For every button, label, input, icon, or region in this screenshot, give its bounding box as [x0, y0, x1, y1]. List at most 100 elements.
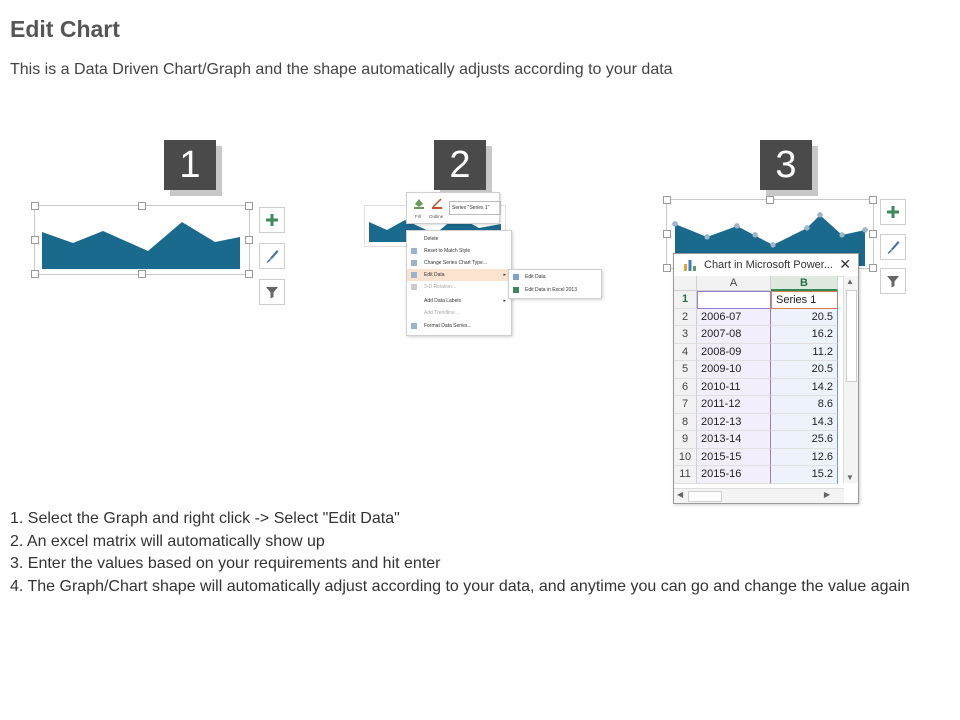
horizontal-scrollbar[interactable]: ◀ ▶ — [674, 488, 844, 503]
resize-handle[interactable] — [245, 236, 253, 244]
row-number[interactable]: 6 — [674, 378, 697, 396]
cell[interactable]: 20.5 — [771, 308, 838, 326]
table-icon — [513, 274, 519, 280]
chart-styles-button[interactable] — [259, 243, 285, 269]
fill-icon[interactable] — [413, 197, 425, 209]
menu-item-format-series[interactable]: Format Data Series... — [407, 320, 511, 332]
excel-window: Chart in Microsoft Power... ✕ A B 1 Seri… — [673, 253, 859, 504]
rotation-icon — [411, 284, 417, 290]
chart-styles-button[interactable] — [880, 234, 906, 260]
outline-label: Outline — [429, 214, 444, 219]
cell[interactable]: 14.2 — [771, 378, 838, 396]
row-number[interactable]: 5 — [674, 361, 697, 379]
plus-icon — [266, 214, 278, 226]
submenu-item-edit-data[interactable]: Edit Data — [509, 271, 601, 283]
chart-frame-step1[interactable] — [34, 205, 250, 275]
menu-item-change-chart-type[interactable]: Change Series Chart Type... — [407, 257, 511, 269]
excel-window-title: Chart in Microsoft Power... — [704, 259, 833, 271]
cell[interactable]: 2008-09 — [697, 343, 771, 361]
filter-icon — [266, 287, 278, 299]
row-number[interactable]: 8 — [674, 413, 697, 431]
row-number[interactable]: 11 — [674, 466, 697, 484]
instructions: 1. Select the Graph and right click -> S… — [10, 508, 945, 598]
scroll-thumb[interactable] — [688, 491, 722, 502]
row-number[interactable]: 4 — [674, 343, 697, 361]
resize-handle[interactable] — [31, 270, 39, 278]
resize-handle[interactable] — [245, 202, 253, 210]
cell[interactable]: 15.2 — [771, 466, 838, 484]
chart-type-icon — [411, 260, 417, 266]
chart-filters-button[interactable] — [880, 268, 906, 294]
cell[interactable]: 2013-14 — [697, 431, 771, 449]
brush-icon — [266, 250, 279, 263]
page-title: Edit Chart — [10, 16, 120, 42]
outline-icon[interactable] — [431, 197, 443, 209]
column-header-a[interactable]: A — [697, 276, 771, 291]
resize-handle[interactable] — [138, 202, 146, 210]
resize-handle[interactable] — [31, 202, 39, 210]
cell[interactable]: 12.6 — [771, 448, 838, 466]
resize-handle[interactable] — [663, 264, 671, 272]
cell[interactable]: 2009-10 — [697, 361, 771, 379]
scroll-right-icon[interactable]: ▶ — [823, 490, 830, 499]
row-number[interactable]: 7 — [674, 396, 697, 414]
row-number[interactable]: 2 — [674, 308, 697, 326]
resize-handle[interactable] — [869, 196, 877, 204]
menu-item-3d-rotation: 3-D Rotation... — [407, 281, 511, 293]
menu-item-edit-data[interactable]: Edit Data▸ — [407, 269, 511, 281]
chart-elements-button[interactable] — [259, 207, 285, 233]
cell[interactable]: 2010-11 — [697, 378, 771, 396]
resize-handle[interactable] — [766, 196, 774, 204]
cell[interactable]: 2015-15 — [697, 448, 771, 466]
row-number[interactable]: 1 — [674, 291, 697, 309]
resize-handle[interactable] — [869, 264, 877, 272]
resize-handle[interactable] — [663, 196, 671, 204]
resize-handle[interactable] — [31, 236, 39, 244]
series-selector[interactable]: Series "Series 1" — [449, 201, 501, 215]
cell[interactable]: 16.2 — [771, 326, 838, 344]
menu-item-delete[interactable]: Delete — [424, 236, 439, 242]
cell[interactable]: Series 1 — [771, 291, 838, 309]
cell[interactable]: 20.5 — [771, 361, 838, 379]
cell[interactable] — [697, 291, 771, 309]
resize-handle[interactable] — [245, 270, 253, 278]
cell[interactable]: 2012-13 — [697, 413, 771, 431]
resize-handle[interactable] — [869, 230, 877, 238]
menu-item-add-data-labels[interactable]: Add Data Labels▸ — [407, 295, 511, 307]
scroll-up-icon[interactable]: ▲ — [846, 277, 854, 286]
chart-elements-button[interactable] — [880, 199, 906, 225]
chevron-right-icon: ▸ — [503, 272, 506, 278]
cell[interactable]: 14.3 — [771, 413, 838, 431]
resize-handle[interactable] — [138, 270, 146, 278]
reset-icon — [411, 248, 417, 254]
cell[interactable]: 11.2 — [771, 343, 838, 361]
area-chart-step1 — [42, 222, 240, 269]
page-subtitle: This is a Data Driven Chart/Graph and th… — [10, 61, 673, 78]
excel-title-bar: Chart in Microsoft Power... ✕ — [674, 254, 858, 277]
row-number[interactable]: 10 — [674, 448, 697, 466]
table-row: 4 2008-09 11.2 — [674, 343, 842, 361]
scroll-thumb[interactable] — [846, 290, 857, 382]
scroll-down-icon[interactable]: ▼ — [846, 473, 854, 482]
column-header-b[interactable]: B — [771, 276, 838, 291]
submenu-item-edit-in-excel[interactable]: Edit Data in Excel 2013 — [509, 284, 601, 296]
row-number[interactable]: 3 — [674, 326, 697, 344]
menu-item-reset-style[interactable]: Reset to Match Style — [407, 245, 511, 257]
cell[interactable]: 25.6 — [771, 431, 838, 449]
cell[interactable]: 2015-16 — [697, 466, 771, 484]
scroll-left-icon[interactable]: ◀ — [677, 490, 684, 499]
corner-cell[interactable] — [674, 276, 697, 291]
table-row: 1 Series 1 — [674, 291, 842, 309]
chart-filters-button[interactable] — [259, 279, 285, 305]
resize-handle[interactable] — [663, 230, 671, 238]
close-icon[interactable]: ✕ — [839, 256, 851, 272]
edit-data-submenu: Edit Data Edit Data in Excel 2013 — [508, 269, 602, 299]
instruction-step-3: 3. Enter the values based on your requir… — [10, 555, 441, 572]
cell[interactable]: 2006-07 — [697, 308, 771, 326]
cell[interactable]: 8.6 — [771, 396, 838, 414]
cell[interactable]: 2011-12 — [697, 396, 771, 414]
menu-item-add-trendline: Add Trendline... — [424, 310, 460, 316]
vertical-scrollbar[interactable]: ▲ ▼ — [843, 276, 858, 483]
cell[interactable]: 2007-08 — [697, 326, 771, 344]
row-number[interactable]: 9 — [674, 431, 697, 449]
